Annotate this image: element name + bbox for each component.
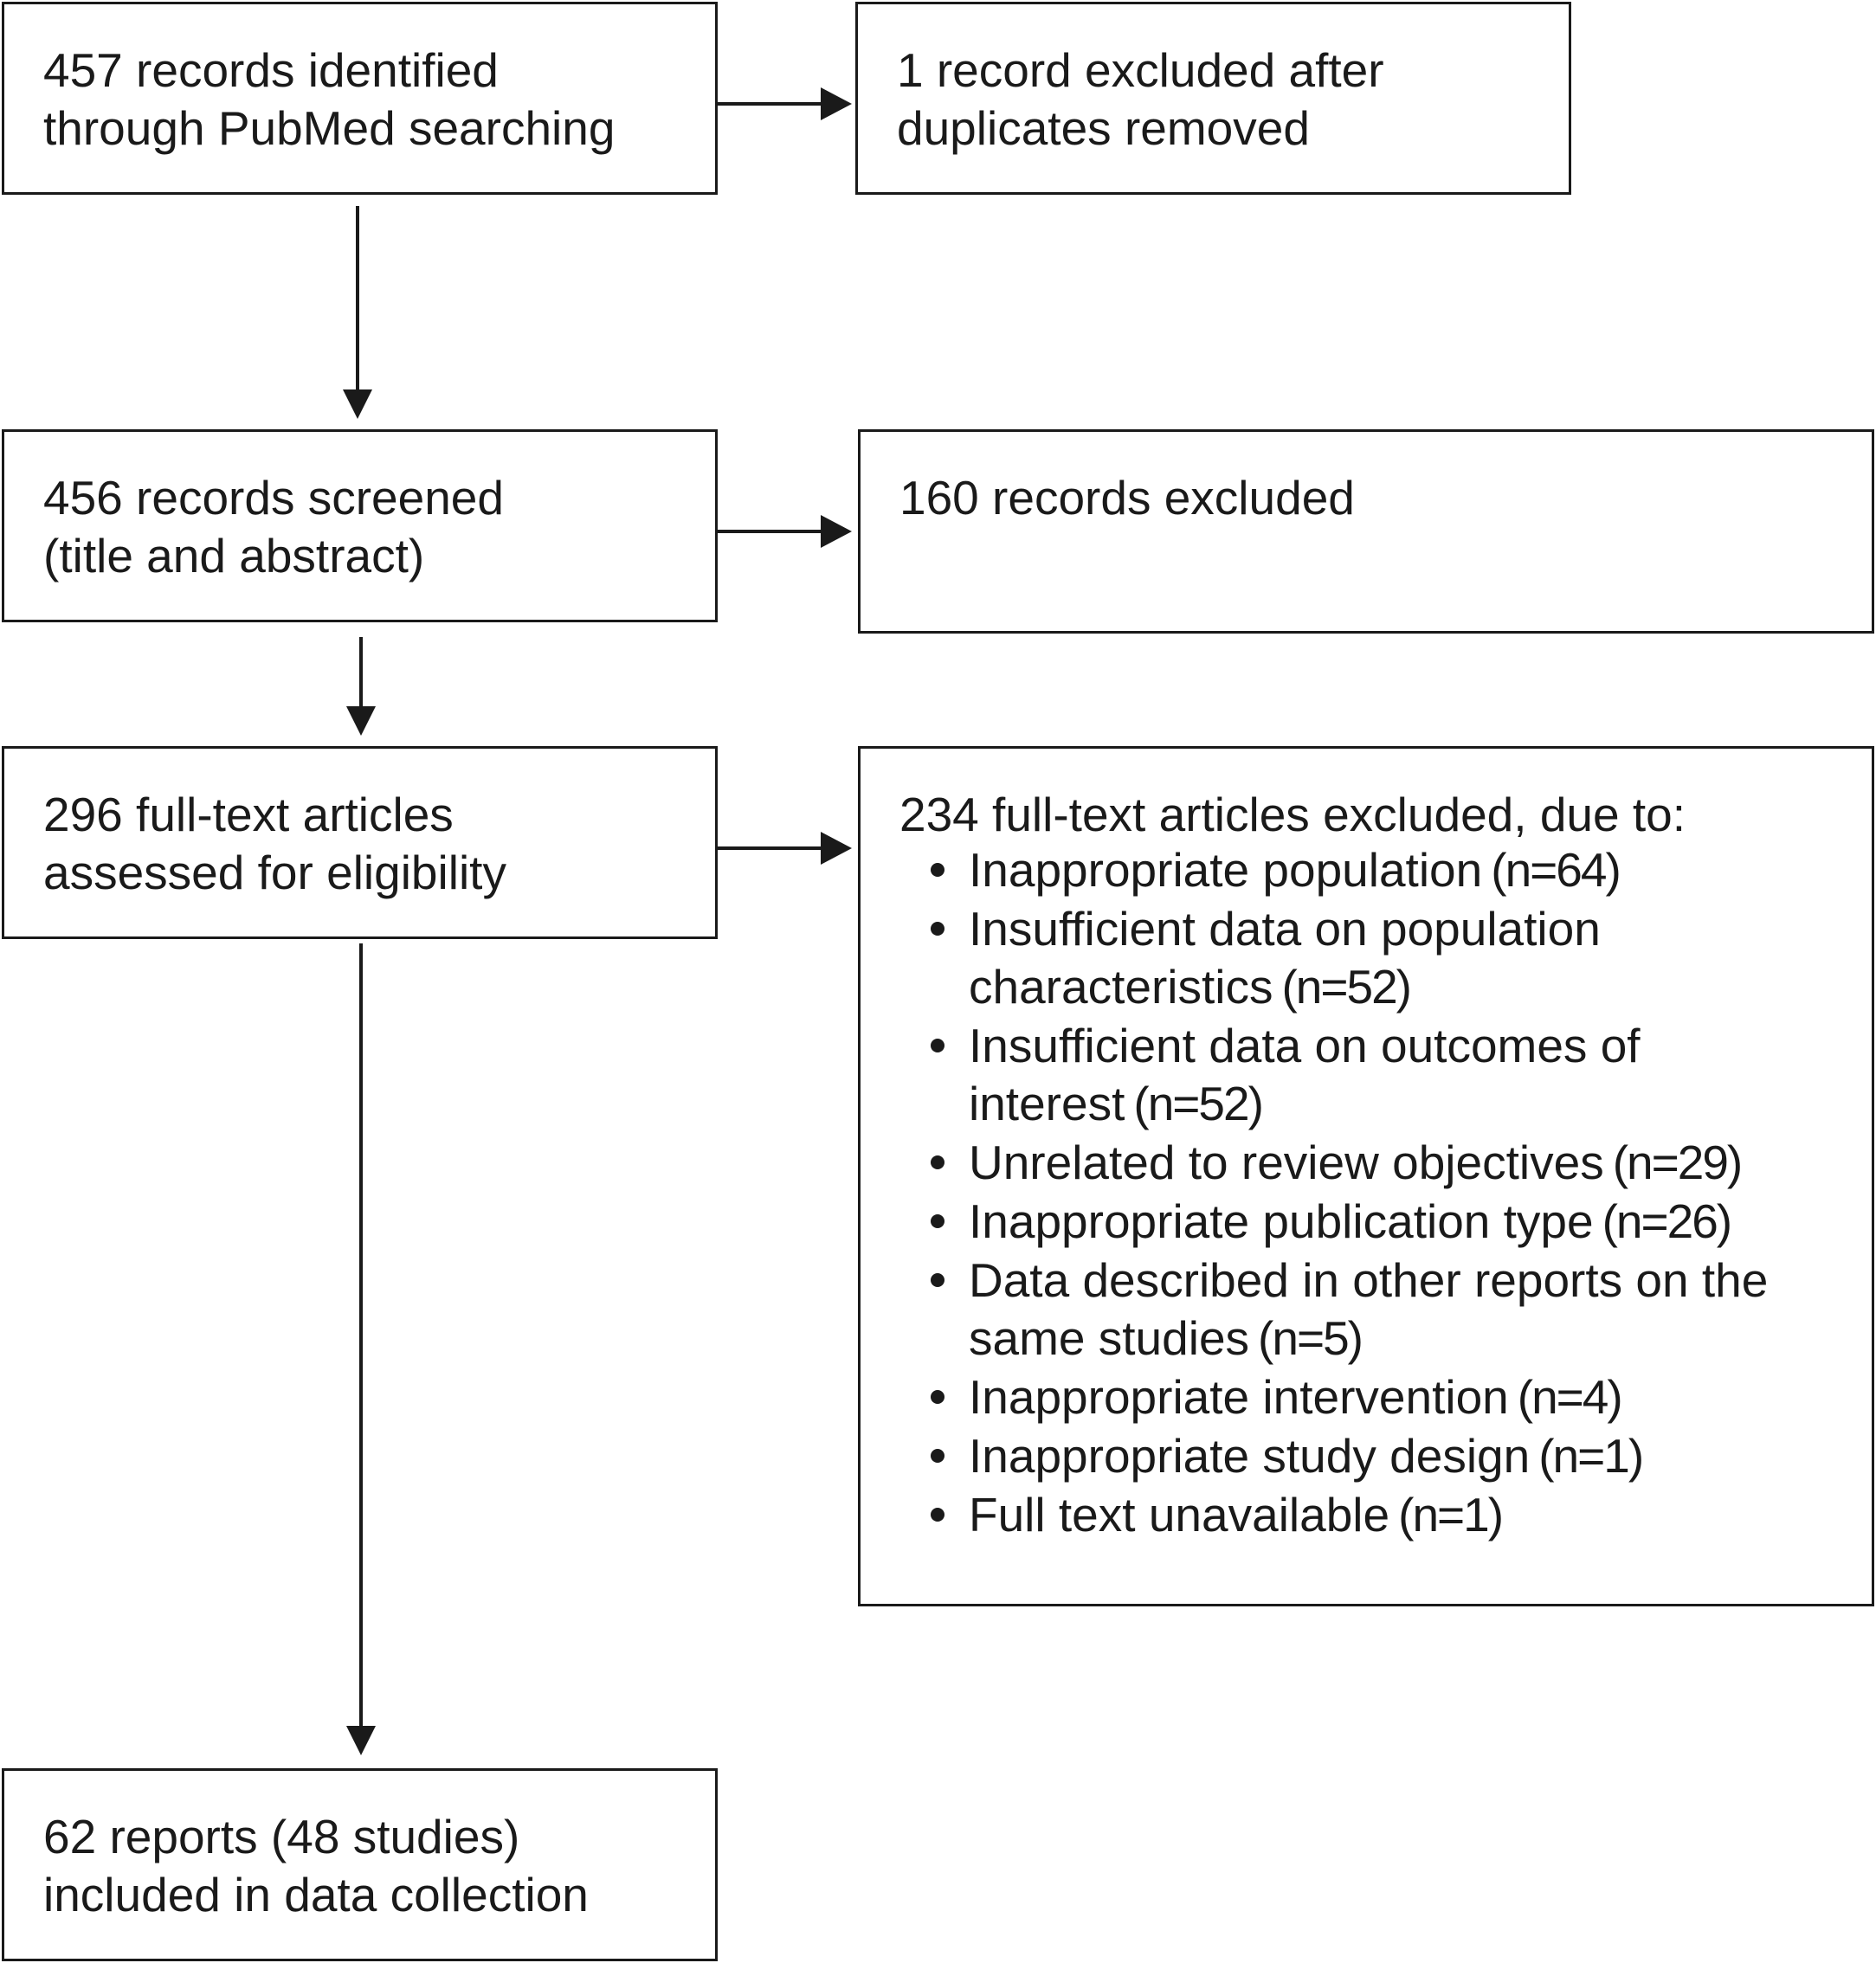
arrow-fulltext-to-excluded — [717, 832, 852, 865]
identified-text: 457 records identified through PubMed se… — [43, 43, 616, 155]
exclusion-reason-count: (n=64) — [1491, 843, 1621, 897]
exclusion-reason-count: (n=1) — [1538, 1429, 1644, 1483]
screened-text: 456 records screened (title and abstract… — [43, 471, 504, 582]
screened-box: 456 records screened (title and abstract… — [2, 429, 718, 622]
exclusion-reason-item: Inappropriate intervention(n=4) — [925, 1368, 1854, 1426]
exclusion-reason-label: Inappropriate population — [969, 843, 1483, 897]
bullet-icon — [931, 1390, 944, 1404]
exclusion-reason-item: Full text unavailable(n=1) — [925, 1486, 1854, 1544]
duplicates-excluded-text: 1 record excluded after duplicates remov… — [897, 43, 1384, 155]
exclusion-reason-item: Data described in other reports on the s… — [925, 1252, 1854, 1368]
included-box: 62 reports (48 studies) included in data… — [2, 1768, 718, 1961]
bullet-icon — [931, 1508, 944, 1522]
exclusion-reason-item: Insufficient data on population characte… — [925, 900, 1854, 1016]
exclusion-reasons-list: Inappropriate population(n=64)Insufficie… — [925, 841, 1854, 1545]
included-text: 62 reports (48 studies) included in data… — [43, 1810, 589, 1921]
exclusion-reason-count: (n=29) — [1612, 1136, 1744, 1189]
exclusion-reason-item: Inappropriate population(n=64) — [925, 841, 1854, 899]
bullet-icon — [931, 922, 944, 936]
arrow-screened-to-excluded — [717, 515, 852, 548]
exclusion-reason-item: Inappropriate publication type(n=26) — [925, 1193, 1854, 1251]
exclusion-reason-count: (n=4) — [1517, 1370, 1623, 1424]
exclusion-reason-label: Full text unavailable — [969, 1488, 1390, 1541]
exclusion-reason-count: (n=26) — [1602, 1194, 1733, 1248]
exclusion-reason-count: (n=1) — [1398, 1488, 1504, 1541]
bullet-icon — [931, 1449, 944, 1463]
screen-excluded-text: 160 records excluded — [899, 471, 1355, 525]
exclusion-reason-label: Data described in other reports on the s… — [969, 1253, 1769, 1365]
arrow-identified-to-duplicates — [717, 87, 852, 120]
exclusion-reason-count: (n=52) — [1133, 1077, 1264, 1130]
exclusion-reason-item: Insufficient data on outcomes of interes… — [925, 1017, 1854, 1133]
fulltext-excluded-box: 234 full-text articles excluded, due to:… — [858, 746, 1874, 1606]
exclusion-reason-label: Insufficient data on population characte… — [969, 902, 1601, 1014]
exclusion-reason-label: Insufficient data on outcomes of interes… — [969, 1019, 1641, 1130]
bullet-icon — [931, 1155, 944, 1169]
bullet-icon — [931, 863, 944, 877]
exclusion-reason-label: Inappropriate intervention — [969, 1370, 1509, 1424]
identified-box: 457 records identified through PubMed se… — [2, 2, 718, 195]
arrow-fulltext-to-included — [346, 943, 376, 1755]
fulltext-excluded-heading: 234 full-text articles excluded, due to: — [899, 788, 1686, 841]
arrow-identified-to-screened — [343, 206, 372, 419]
bullet-icon — [931, 1214, 944, 1228]
fulltext-assessed-box: 296 full-text articles assessed for elig… — [2, 746, 718, 939]
exclusion-reason-item: Unrelated to review objectives(n=29) — [925, 1134, 1854, 1192]
exclusion-reason-count: (n=52) — [1281, 960, 1412, 1014]
exclusion-reason-label: Inappropriate study design — [969, 1429, 1531, 1483]
exclusion-reason-label: Inappropriate publication type — [969, 1194, 1594, 1248]
duplicates-excluded-box: 1 record excluded after duplicates remov… — [855, 2, 1571, 195]
screen-excluded-box: 160 records excluded — [858, 429, 1874, 634]
exclusion-reason-item: Inappropriate study design(n=1) — [925, 1427, 1854, 1485]
bullet-icon — [931, 1273, 944, 1287]
arrow-screened-to-fulltext — [346, 637, 376, 736]
fulltext-assessed-text: 296 full-text articles assessed for elig… — [43, 788, 506, 899]
exclusion-reason-count: (n=5) — [1258, 1311, 1363, 1365]
exclusion-reason-label: Unrelated to review objectives — [969, 1136, 1604, 1189]
bullet-icon — [931, 1039, 944, 1052]
